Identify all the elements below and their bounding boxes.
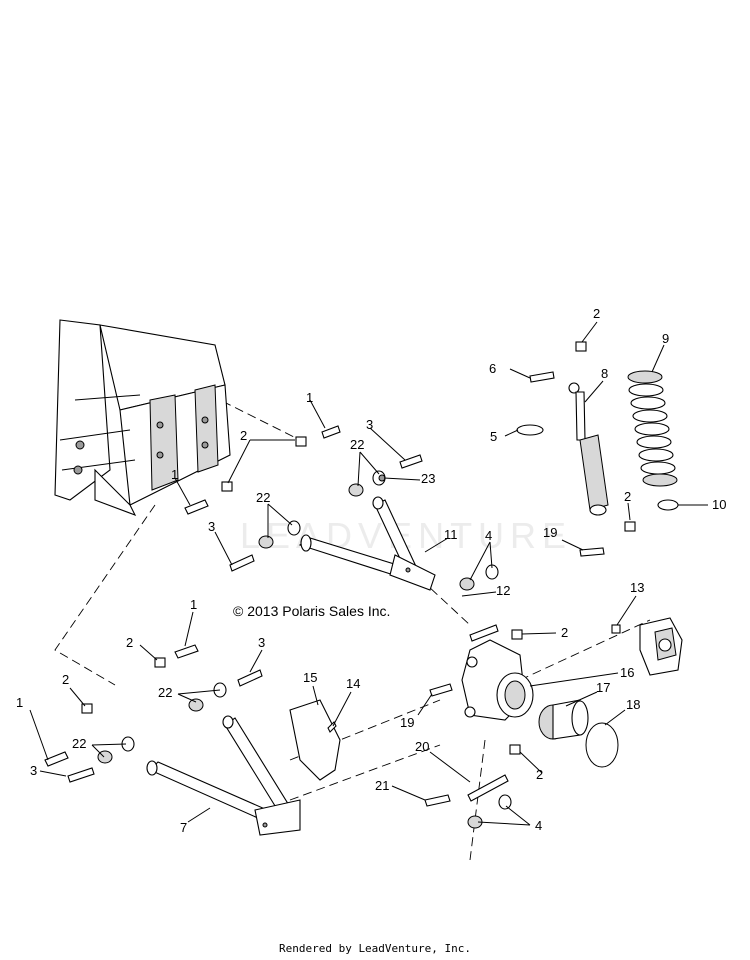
callout-20: 20: [415, 739, 429, 754]
callout-2: 2: [561, 625, 568, 640]
callout-1: 1: [306, 390, 313, 405]
hardware: [44, 341, 636, 829]
callout-19: 19: [400, 715, 414, 730]
callout-22: 22: [158, 685, 172, 700]
coil-spring: [627, 370, 678, 487]
callout-2: 2: [126, 635, 133, 650]
upper-a-arm: [298, 496, 436, 591]
footer-credit: Rendered by LeadVenture, Inc.: [278, 942, 472, 955]
callout-2: 2: [62, 672, 69, 687]
leader-lines: [29, 321, 708, 826]
bearing-17: [538, 699, 589, 740]
callout-3: 3: [208, 519, 215, 534]
callout-18: 18: [626, 697, 640, 712]
shock-absorber: [568, 382, 609, 516]
callout-3: 3: [30, 763, 37, 778]
knuckle-housing: [461, 639, 534, 721]
callout-16: 16: [620, 665, 634, 680]
callout-2: 2: [536, 767, 543, 782]
guard-plate: [289, 699, 341, 781]
callout-1: 1: [16, 695, 23, 710]
callout-10: 10: [712, 497, 726, 512]
frame-section: [54, 319, 231, 517]
callout-1: 1: [190, 597, 197, 612]
callout-12: 12: [496, 583, 510, 598]
callout-2: 2: [624, 489, 631, 504]
callout-5: 5: [490, 429, 497, 444]
callout-22: 22: [72, 736, 86, 751]
spring-retainer: [657, 499, 679, 511]
lower-a-arm: [146, 715, 301, 836]
callout-3: 3: [258, 635, 265, 650]
callout-9: 9: [662, 331, 669, 346]
callout-4: 4: [485, 528, 492, 543]
callout-19: 19: [543, 525, 557, 540]
brake-caliper: [639, 617, 683, 676]
callout-2: 2: [593, 306, 600, 321]
callout-labels: 1 2 3 22 23 1 22 3 11 4 2 6 8 9 5 2 10 1…: [16, 306, 726, 835]
callout-4: 4: [535, 818, 542, 833]
callout-6: 6: [489, 361, 496, 376]
callout-2: 2: [240, 428, 247, 443]
callout-22: 22: [256, 490, 270, 505]
callout-8: 8: [601, 366, 608, 381]
callout-23: 23: [421, 471, 435, 486]
callout-15: 15: [303, 670, 317, 685]
snap-ring-18: [585, 722, 619, 768]
washer-5: [516, 424, 544, 436]
callout-21: 21: [375, 778, 389, 793]
callout-13: 13: [630, 580, 644, 595]
callout-3: 3: [366, 417, 373, 432]
callout-11: 11: [444, 527, 458, 542]
copyright-notice: © 2013 Polaris Sales Inc.: [233, 603, 390, 619]
callout-7: 7: [180, 820, 187, 835]
callout-14: 14: [346, 676, 360, 691]
callout-17: 17: [596, 680, 610, 695]
callout-22: 22: [350, 437, 364, 452]
callout-1: 1: [171, 467, 178, 482]
